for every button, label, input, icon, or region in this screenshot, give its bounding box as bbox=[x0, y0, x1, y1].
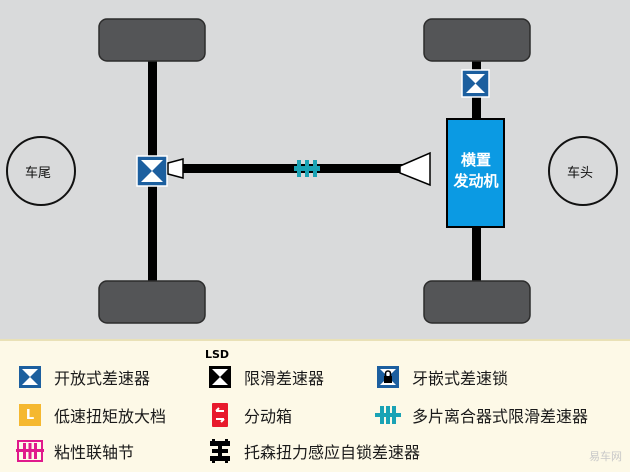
transverse-engine bbox=[446, 118, 505, 228]
torsen-differential-icon bbox=[206, 438, 234, 464]
legend-area bbox=[0, 340, 630, 472]
rear-marker-circle bbox=[6, 136, 76, 206]
multi-plate-clutch-icon bbox=[374, 402, 402, 428]
legend-item-viscous-coupling: 粘性联轴节 bbox=[16, 438, 134, 464]
legend-label: 牙嵌式差速锁 bbox=[412, 369, 509, 388]
transfer-case-icon bbox=[206, 402, 234, 428]
rear-left-tire bbox=[98, 18, 206, 62]
watermark: 易车网 bbox=[589, 450, 622, 463]
legend-label: 多片离合器式限滑差速器 bbox=[412, 407, 589, 426]
rear-open-differential-icon bbox=[136, 155, 168, 187]
legend-item-low-range: L 低速扭矩放大档 bbox=[16, 402, 166, 428]
drivetrain-schematic bbox=[6, 18, 618, 324]
legend-label: 限滑差速器 bbox=[244, 369, 325, 388]
legend-label: 低速扭矩放大档 bbox=[54, 407, 167, 426]
open-differential-icon bbox=[16, 364, 44, 390]
rear-right-tire bbox=[98, 280, 206, 324]
rear-bevel-gear-icon bbox=[167, 158, 184, 179]
legend-item-locking-differential: 牙嵌式差速锁 bbox=[374, 364, 508, 390]
legend-label: 分动箱 bbox=[244, 407, 293, 426]
locking-differential-icon bbox=[374, 364, 402, 390]
front-label: 车头 bbox=[567, 166, 594, 181]
limited-slip-differential-icon: LSD bbox=[205, 348, 234, 390]
rear-label: 车尾 bbox=[25, 166, 52, 181]
legend-item-torsen: 托森扭力感应自锁差速器 bbox=[206, 438, 420, 464]
engine-label-line1: 横置 bbox=[460, 151, 491, 169]
legend-item-limited-slip-differential: LSD 限滑差速器 bbox=[205, 348, 325, 390]
lsd-badge: LSD bbox=[205, 348, 230, 361]
propeller-shaft bbox=[170, 164, 410, 173]
front-bevel-gear-icon bbox=[399, 151, 431, 187]
center-multi-plate-clutch-icon bbox=[294, 160, 320, 177]
legend-item-multi-plate-clutch: 多片离合器式限滑差速器 bbox=[374, 402, 588, 428]
legend-item-open-differential: 开放式差速器 bbox=[16, 364, 150, 390]
engine-label-line2: 发动机 bbox=[453, 172, 499, 190]
legend-label: 托森扭力感应自锁差速器 bbox=[244, 443, 421, 462]
viscous-coupling-icon bbox=[16, 438, 44, 464]
legend-item-transfer-case: 分动箱 bbox=[206, 402, 292, 428]
legend-label: 粘性联轴节 bbox=[54, 443, 135, 462]
front-open-differential-icon bbox=[461, 69, 490, 98]
legend-label: 开放式差速器 bbox=[54, 369, 151, 388]
legend-divider bbox=[0, 339, 630, 341]
engine-label: 横置 发动机 bbox=[448, 150, 504, 192]
front-right-tire bbox=[423, 280, 531, 324]
low-range-gear-icon: L bbox=[16, 402, 44, 428]
low-range-badge: L bbox=[19, 404, 41, 426]
front-marker-circle bbox=[548, 136, 618, 206]
front-left-tire bbox=[423, 18, 531, 62]
